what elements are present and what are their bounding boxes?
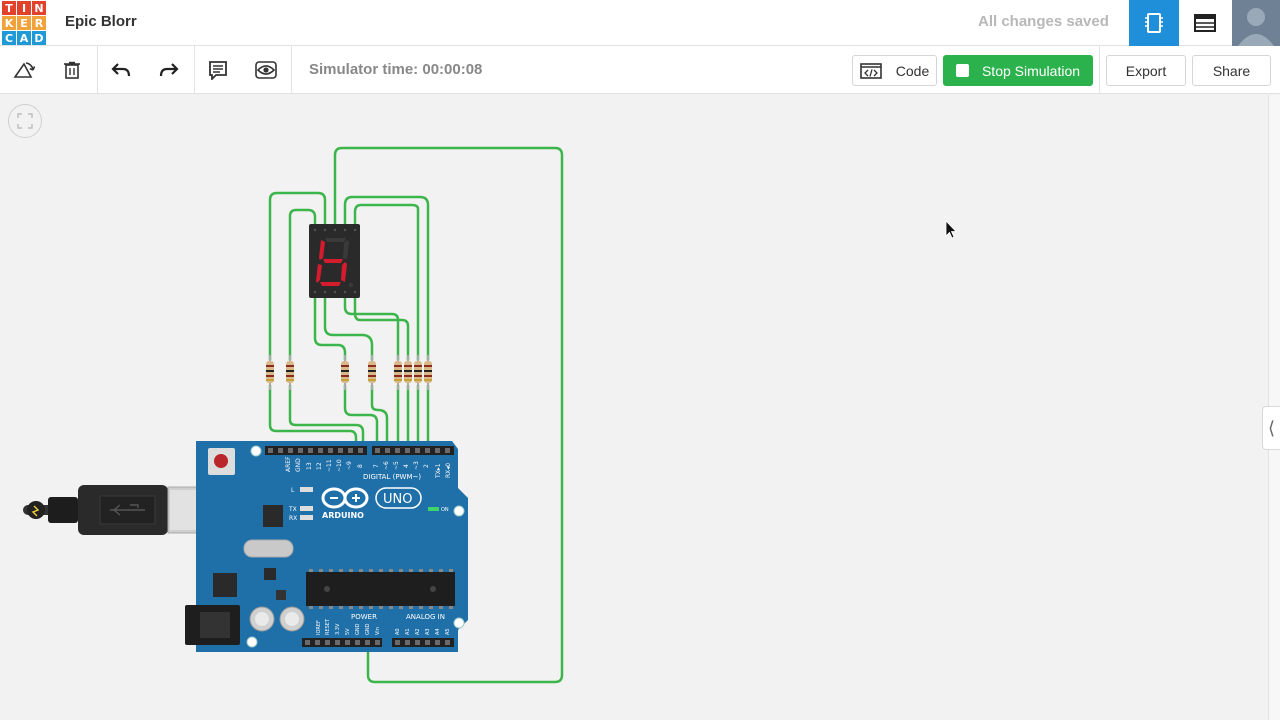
logo-letter: I xyxy=(17,1,31,15)
rotate-icon xyxy=(13,62,36,78)
logo-letter: K xyxy=(2,16,16,30)
notes-icon xyxy=(209,61,227,80)
toolbar-divider xyxy=(1099,46,1100,94)
redo-icon xyxy=(159,63,179,77)
stop-simulation-label: Stop Simulation xyxy=(981,62,1081,79)
circuit-canvas[interactable] xyxy=(0,95,1268,720)
circuit-view-icon xyxy=(1145,13,1163,33)
notes-button[interactable] xyxy=(195,46,241,94)
toolbar: Simulator time: 00:00:08 Code Stop Simul… xyxy=(0,46,1280,94)
visibility-button[interactable] xyxy=(243,46,289,94)
chevron-left-icon: ⟨ xyxy=(1267,417,1276,438)
logo-letter: T xyxy=(2,1,16,15)
panel-toggle-button[interactable]: ⟨ xyxy=(1262,406,1280,450)
top-bar: T I N K E R C A D Epic Blorr All changes… xyxy=(0,0,1280,46)
toolbar-divider xyxy=(291,46,292,94)
visibility-icon xyxy=(255,61,277,79)
undo-icon xyxy=(111,63,131,77)
share-button[interactable]: Share xyxy=(1192,55,1271,86)
save-status: All changes saved xyxy=(978,13,1109,30)
toolbar-divider xyxy=(194,46,195,94)
rotate-button[interactable] xyxy=(1,46,47,94)
logo-letter: E xyxy=(17,16,31,30)
stop-icon xyxy=(955,64,969,77)
component-list-icon xyxy=(1194,14,1216,32)
toolbar-divider xyxy=(97,46,98,94)
circuit-view-button[interactable] xyxy=(1129,0,1179,46)
simulator-time: Simulator time: 00:00:08 xyxy=(309,61,483,78)
trash-icon xyxy=(64,61,80,79)
fit-view-icon xyxy=(17,113,33,129)
logo-letter: N xyxy=(32,1,46,15)
code-icon xyxy=(859,62,882,79)
logo-letter: D xyxy=(32,31,46,45)
logo-letter: R xyxy=(32,16,46,30)
stop-simulation-button[interactable]: Stop Simulation xyxy=(943,55,1093,86)
logo-letter: C xyxy=(2,31,16,45)
logo-letter: A xyxy=(17,31,31,45)
fit-view-button[interactable] xyxy=(8,104,42,138)
undo-button[interactable] xyxy=(98,46,144,94)
export-button[interactable]: Export xyxy=(1106,55,1186,86)
redo-button[interactable] xyxy=(146,46,192,94)
avatar-icon xyxy=(1232,0,1280,46)
user-avatar[interactable] xyxy=(1232,0,1280,46)
project-title[interactable]: Epic Blorr xyxy=(65,13,137,30)
code-button[interactable]: Code xyxy=(852,55,937,86)
component-list-button[interactable] xyxy=(1180,0,1230,46)
tinkercad-logo[interactable]: T I N K E R C A D xyxy=(2,1,46,45)
delete-button[interactable] xyxy=(49,46,95,94)
code-button-label: Code xyxy=(895,62,930,79)
